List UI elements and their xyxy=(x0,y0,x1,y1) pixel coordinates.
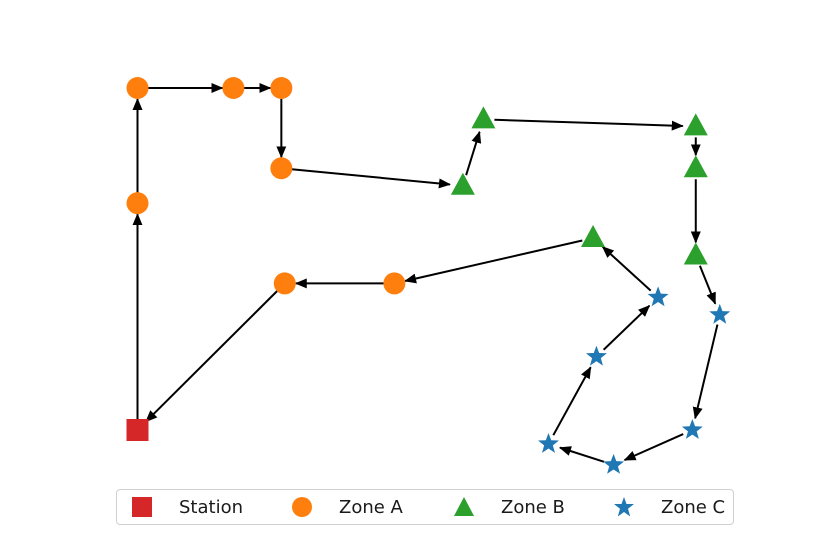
node-c4 xyxy=(538,432,559,453)
route-nodes xyxy=(126,76,731,474)
route-edge-b6-a6 xyxy=(404,239,583,284)
route-edge-b2-b3 xyxy=(494,118,684,131)
star-marker-icon xyxy=(614,497,634,517)
node-b2 xyxy=(471,106,496,129)
node-station xyxy=(126,419,149,441)
route-edge-a5-b1 xyxy=(290,168,451,189)
node-b6 xyxy=(581,225,606,248)
node-b4 xyxy=(683,155,708,178)
route-edge-c4-c5 xyxy=(552,366,592,436)
route-edge-b5-c1 xyxy=(698,265,717,305)
node-a3 xyxy=(222,76,245,99)
node-c1 xyxy=(709,303,731,324)
route-edges xyxy=(132,82,719,463)
legend-label: Zone A xyxy=(339,496,403,518)
legend-item-zone-a: Zone A xyxy=(291,490,403,524)
node-a2 xyxy=(126,76,149,99)
triangle-marker-icon xyxy=(454,497,474,516)
route-edge-c2-c3 xyxy=(623,433,684,461)
node-b5 xyxy=(683,242,708,265)
legend-label: Zone C xyxy=(661,496,726,518)
legend-label: Station xyxy=(179,496,243,518)
square-marker-icon xyxy=(132,497,152,517)
legend: Station Zone A Zone B Zone C xyxy=(116,489,734,525)
node-b1 xyxy=(450,172,475,195)
legend-item-zone-c: Zone C xyxy=(613,490,725,524)
route-edge-b1-b2 xyxy=(465,130,482,176)
route-edge-c5-c6 xyxy=(602,304,651,351)
legend-item-zone-b: Zone B xyxy=(453,490,565,524)
route-edge-a7-station xyxy=(145,289,280,423)
route-edge-c3-c4 xyxy=(558,446,605,463)
node-a6 xyxy=(383,272,406,295)
node-a1 xyxy=(126,192,149,215)
node-a5 xyxy=(270,157,293,180)
node-c3 xyxy=(603,453,625,474)
circle-marker-icon xyxy=(292,497,312,517)
node-a7 xyxy=(273,272,296,295)
node-b3 xyxy=(683,113,708,136)
node-a4 xyxy=(270,76,293,99)
node-c6 xyxy=(647,286,669,307)
node-c5 xyxy=(585,345,607,366)
node-c2 xyxy=(681,419,703,439)
legend-label: Zone B xyxy=(501,496,565,518)
route-edge-c1-c2 xyxy=(692,324,719,420)
legend-item-station: Station xyxy=(131,490,243,524)
route-edge-c6-b6 xyxy=(601,246,652,292)
